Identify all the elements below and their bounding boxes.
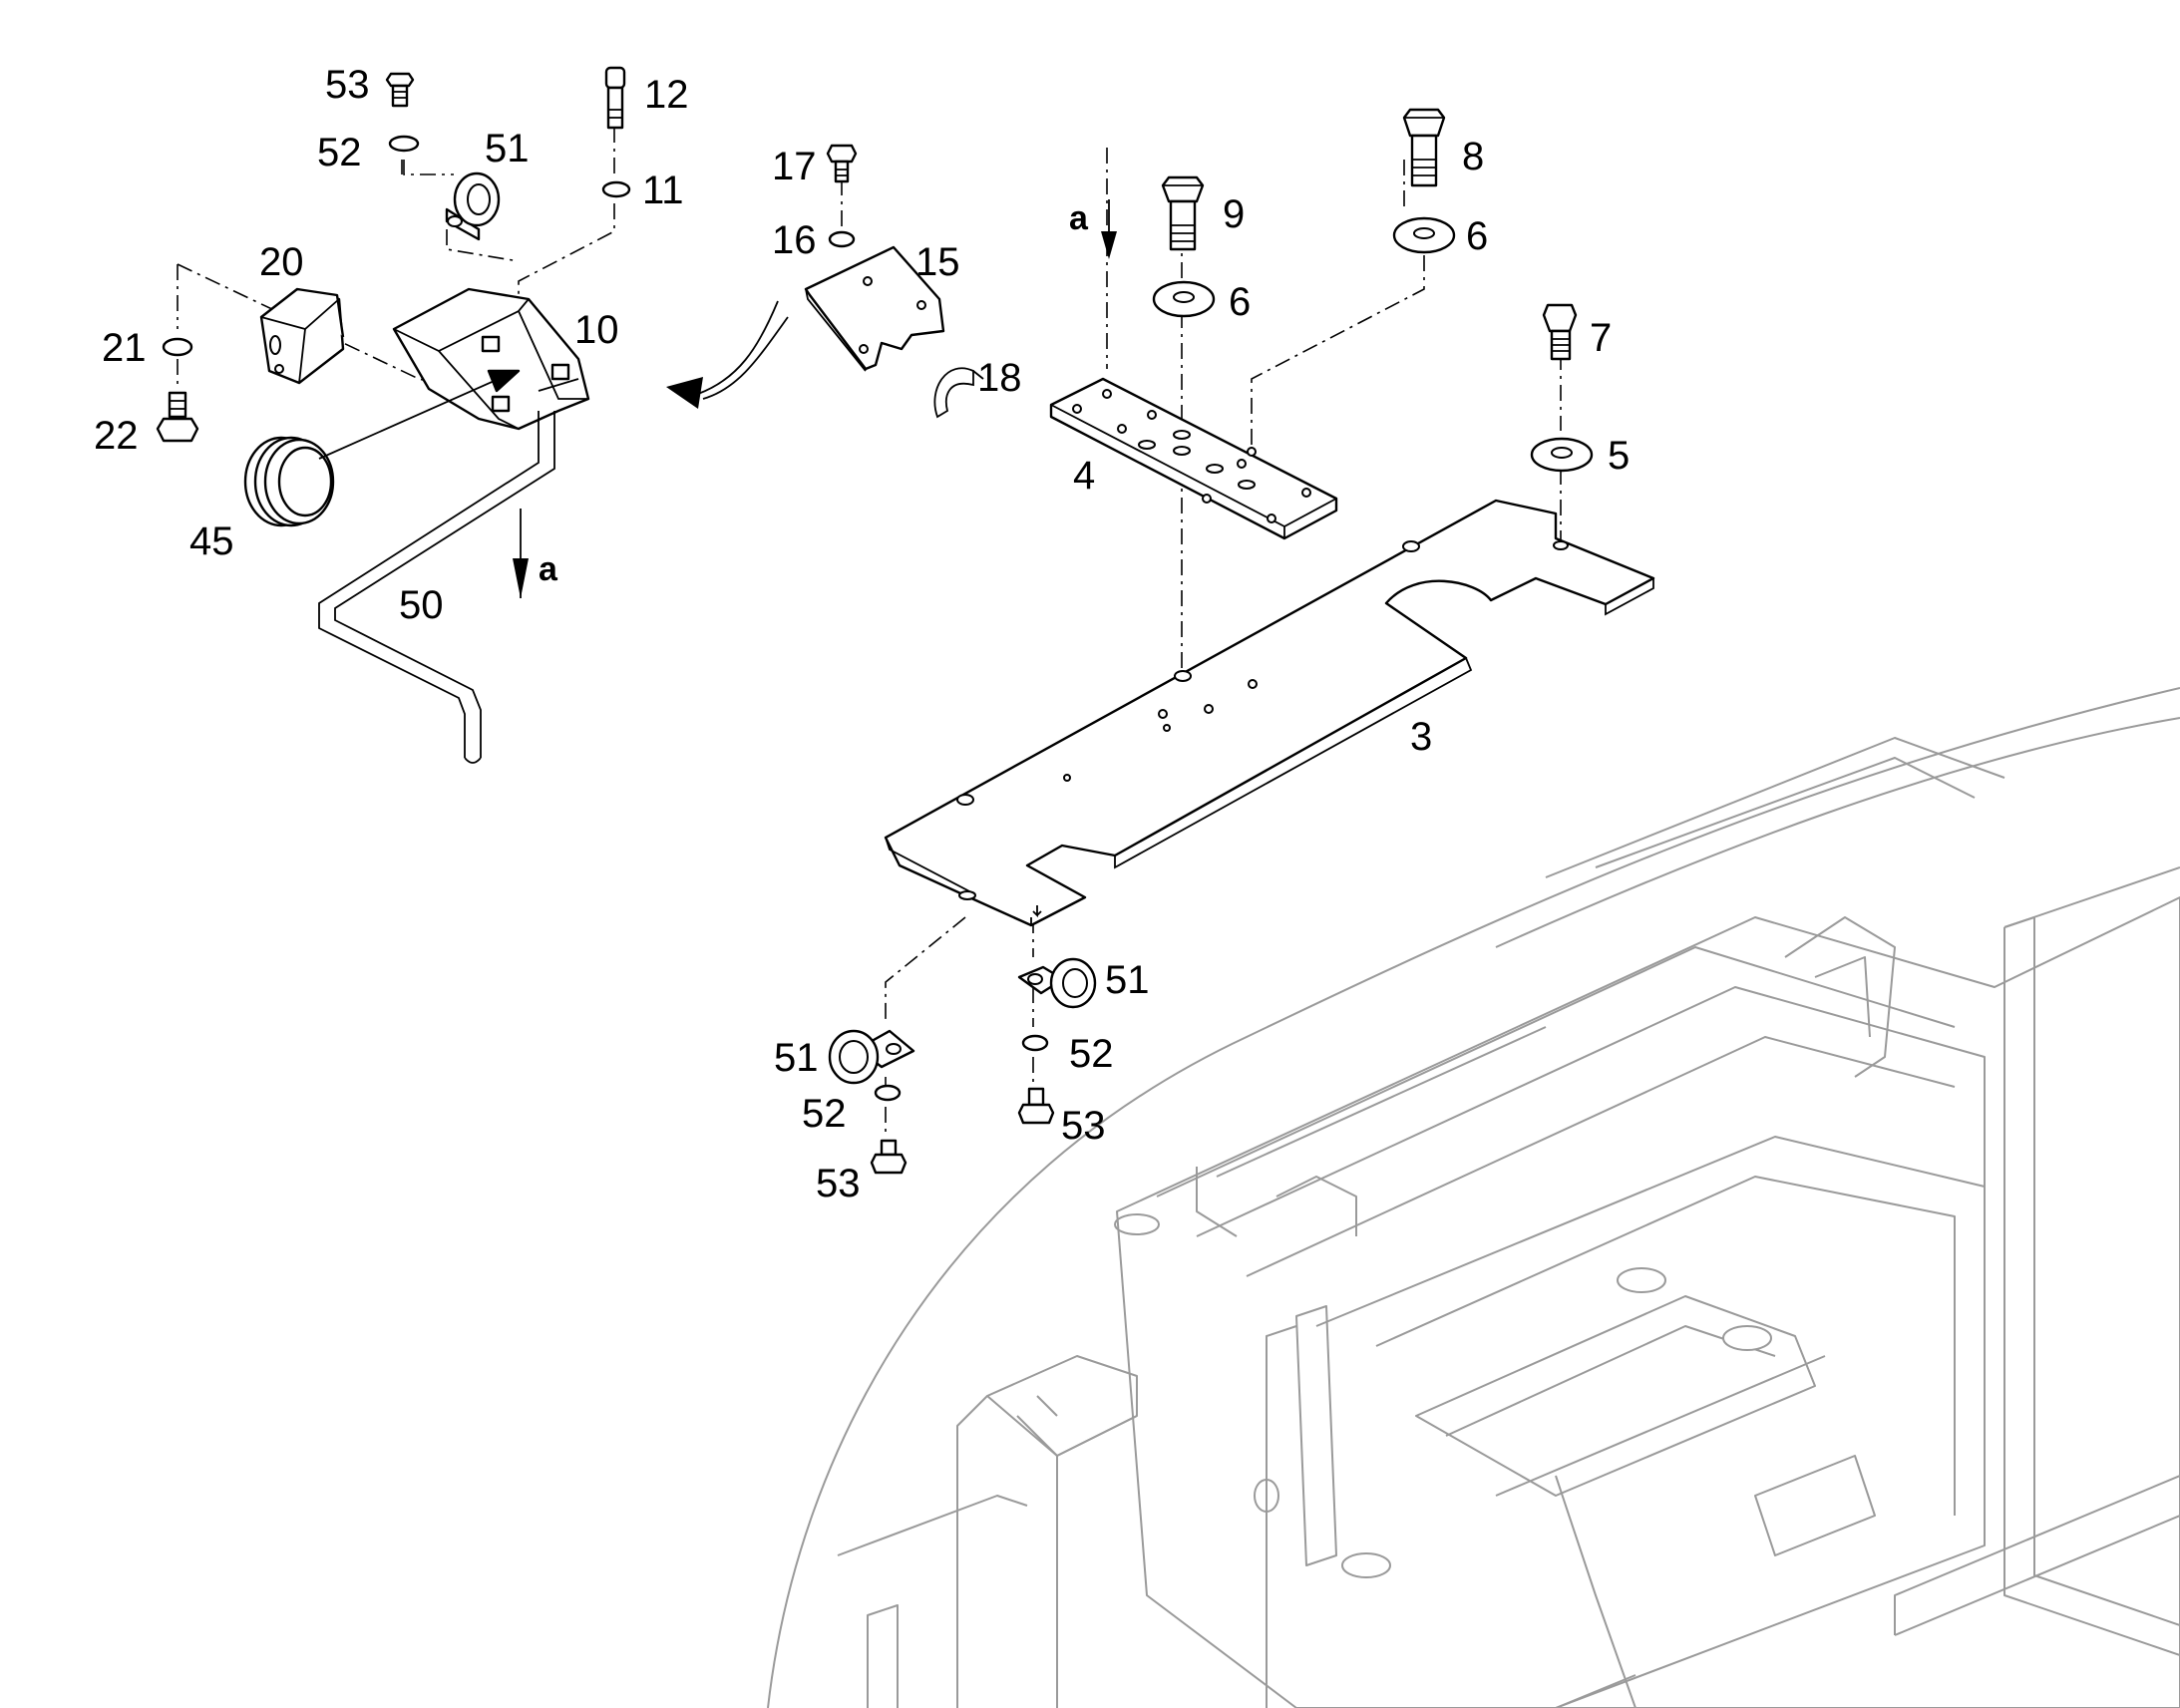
plate-4	[1049, 377, 1338, 540]
washer-16	[828, 230, 856, 248]
callout-view-a-right: a	[1069, 199, 1089, 237]
bolt-12	[604, 66, 626, 130]
callout-52-top: 52	[317, 131, 362, 174]
callout-52-low: 52	[802, 1092, 847, 1136]
callout-51-low: 51	[774, 1036, 819, 1080]
bracket-20	[259, 287, 345, 385]
callout-10: 10	[574, 308, 619, 352]
bolt-9	[1161, 175, 1205, 251]
washer-11	[601, 180, 631, 198]
callout-labels: 53 52 51 12 11 20 21 22 10 45 50 a 17 16…	[94, 63, 1630, 1205]
callout-7: 7	[1590, 316, 1612, 360]
callout-15: 15	[915, 240, 960, 284]
callout-11: 11	[642, 169, 684, 212]
cover-plate-15	[804, 245, 945, 372]
bolt-17	[826, 144, 858, 183]
bolt-7	[1542, 303, 1578, 361]
callout-12: 12	[644, 73, 689, 117]
callout-21: 21	[102, 326, 147, 370]
machine-frame	[767, 687, 2180, 1708]
callout-8: 8	[1462, 135, 1484, 178]
washer-5	[1530, 437, 1594, 473]
callout-50: 50	[399, 583, 444, 627]
callout-22: 22	[94, 414, 139, 458]
view-arrow-a-right	[1101, 199, 1117, 259]
bolt-8	[1402, 108, 1446, 187]
bolt-53-mid	[1017, 1087, 1055, 1125]
callout-20: 20	[259, 240, 304, 284]
clamp-51-mid	[1017, 957, 1097, 1009]
callout-6-right: 6	[1466, 214, 1488, 258]
washer-52-mid	[1021, 1034, 1049, 1052]
washer-6-right	[1392, 216, 1456, 254]
callout-5: 5	[1608, 434, 1630, 478]
clamp-51-low	[828, 1029, 915, 1085]
callout-53-low: 53	[816, 1162, 861, 1205]
bolt-53-top	[385, 72, 415, 108]
washer-52-top	[388, 135, 420, 153]
callout-51-mid: 51	[1105, 958, 1150, 1002]
bolt-53-low	[870, 1139, 908, 1175]
callout-6-left: 6	[1229, 280, 1251, 324]
grommet-45	[243, 369, 521, 527]
callout-17: 17	[772, 145, 817, 188]
callout-4: 4	[1073, 454, 1095, 498]
callout-51-top: 51	[485, 127, 530, 171]
housing-10	[392, 287, 590, 431]
callout-view-a-left: a	[539, 550, 558, 588]
washer-21	[162, 337, 193, 357]
callout-53-top: 53	[325, 63, 370, 107]
view-arrow-a-left	[513, 509, 529, 598]
callout-16: 16	[772, 218, 817, 262]
washer-6-left	[1152, 280, 1216, 318]
callout-9: 9	[1223, 192, 1245, 236]
clamp-51-top	[445, 171, 501, 241]
direction-arrow-curved	[666, 300, 789, 409]
clip-18	[933, 367, 984, 419]
callout-45: 45	[189, 519, 234, 563]
callout-3: 3	[1410, 715, 1432, 759]
rod-50	[318, 411, 555, 764]
washer-52-low	[874, 1084, 902, 1102]
callout-18: 18	[977, 356, 1022, 400]
callout-52-mid: 52	[1069, 1032, 1114, 1076]
callout-53-mid: 53	[1061, 1104, 1106, 1148]
base-plate-3	[884, 499, 1655, 927]
bolt-22	[156, 391, 199, 443]
